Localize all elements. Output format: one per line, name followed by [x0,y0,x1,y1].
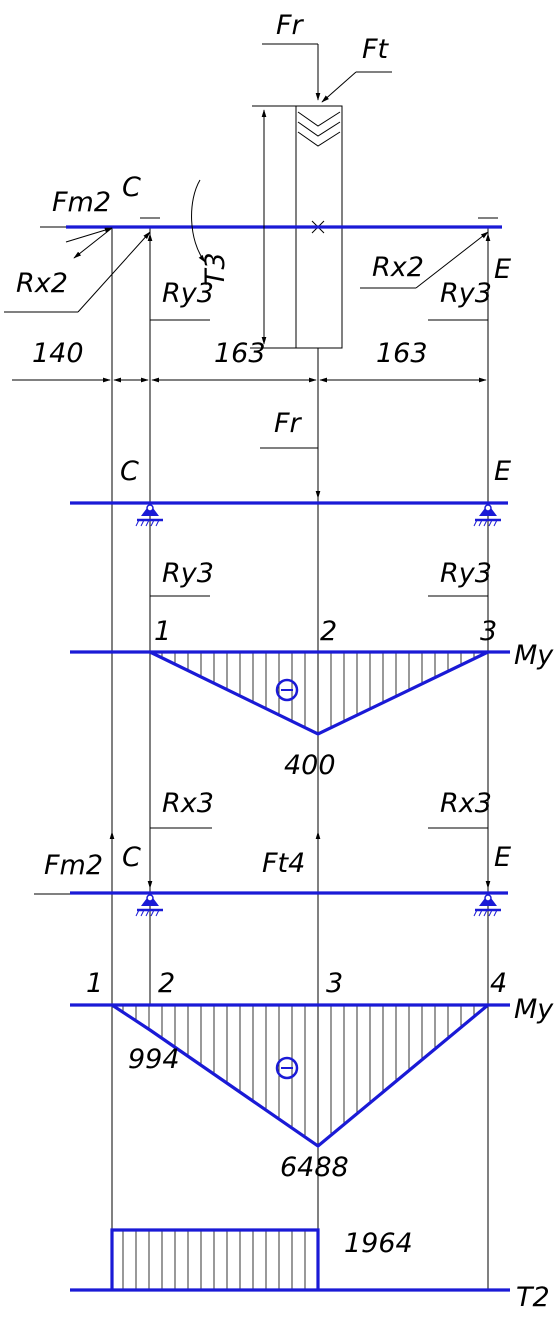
md2-value-a: 994 [128,1044,180,1075]
horizontal-plane-loading: Rx3 Rx3 Fm2 C Ft4 E [34,788,511,917]
moment-diagram-1: 1 2 3 My 400 [70,616,554,781]
vp-section-c-label: C [120,456,139,487]
td-value: 1964 [344,1228,413,1259]
hp-support-left-icon [135,894,163,917]
hp-reaction-right-label: Rx3 [440,788,492,819]
vp-force-fr-label: Fr [274,408,303,439]
td-axis-label: T2 [516,1282,550,1313]
vp-reaction-left-label: Ry3 [162,558,214,589]
md1-axis-label: My [514,640,554,671]
hp-reaction-left-label: Rx3 [162,788,214,819]
support-right-icon [473,504,501,527]
dimension-line: 140 163 163 [12,338,487,383]
md1-value: 400 [284,750,336,781]
md2-sign-icon [275,1056,299,1080]
md2-point-4: 4 [490,968,507,999]
torque-diagram: 1964 T2 [70,1228,550,1313]
section-c-label-top: C [122,172,141,203]
md2-point-3: 3 [326,968,343,999]
section-e-label-top: E [494,254,511,285]
md1-point-2: 2 [320,616,337,647]
hp-support-right-icon [473,894,501,917]
md2-point-1: 1 [86,968,103,999]
dimension-span-2: 163 [214,338,266,369]
force-fr-label: Fr [276,10,305,41]
dimension-span-1: 140 [32,338,84,369]
reaction-y-left-label: Ry3 [162,278,214,309]
support-left-icon [135,504,163,527]
torque-arrow-icon [191,179,206,263]
force-ft-label: Ft [362,34,390,65]
md1-sign-icon [275,678,299,702]
moment-diagram-2: 1 2 3 4 My 994 6488 [70,968,554,1183]
reaction-x-right-label: Rx2 [372,252,424,283]
hp-force-fm2-label: Fm2 [44,850,103,881]
md1-point-1: 1 [154,616,171,647]
md2-axis-label: My [514,994,554,1025]
vp-section-e-label: E [494,456,511,487]
hp-force-ft4-label: Ft4 [262,848,305,879]
reaction-x-left-label: Rx2 [16,268,68,299]
hp-section-c-label: C [122,842,141,873]
hp-section-e-label: E [494,842,511,873]
md2-value-b: 6488 [280,1152,349,1183]
gear-teeth-icon [297,111,341,147]
md2-point-2: 2 [158,968,175,999]
shaft-assembly: T3 Fr Ft C E Fm2 Rx2 Ry3 Rx2 Ry3 [4,10,511,349]
reaction-y-right-label: Ry3 [440,278,492,309]
torque-label: T3 [200,252,231,286]
vertical-plane-loading: Fr C E Ry3 Ry3 [70,408,511,597]
dimension-span-3: 163 [376,338,428,369]
force-fm2-label: Fm2 [52,187,111,218]
md1-point-3: 3 [480,616,497,647]
vp-reaction-right-label: Ry3 [440,558,492,589]
